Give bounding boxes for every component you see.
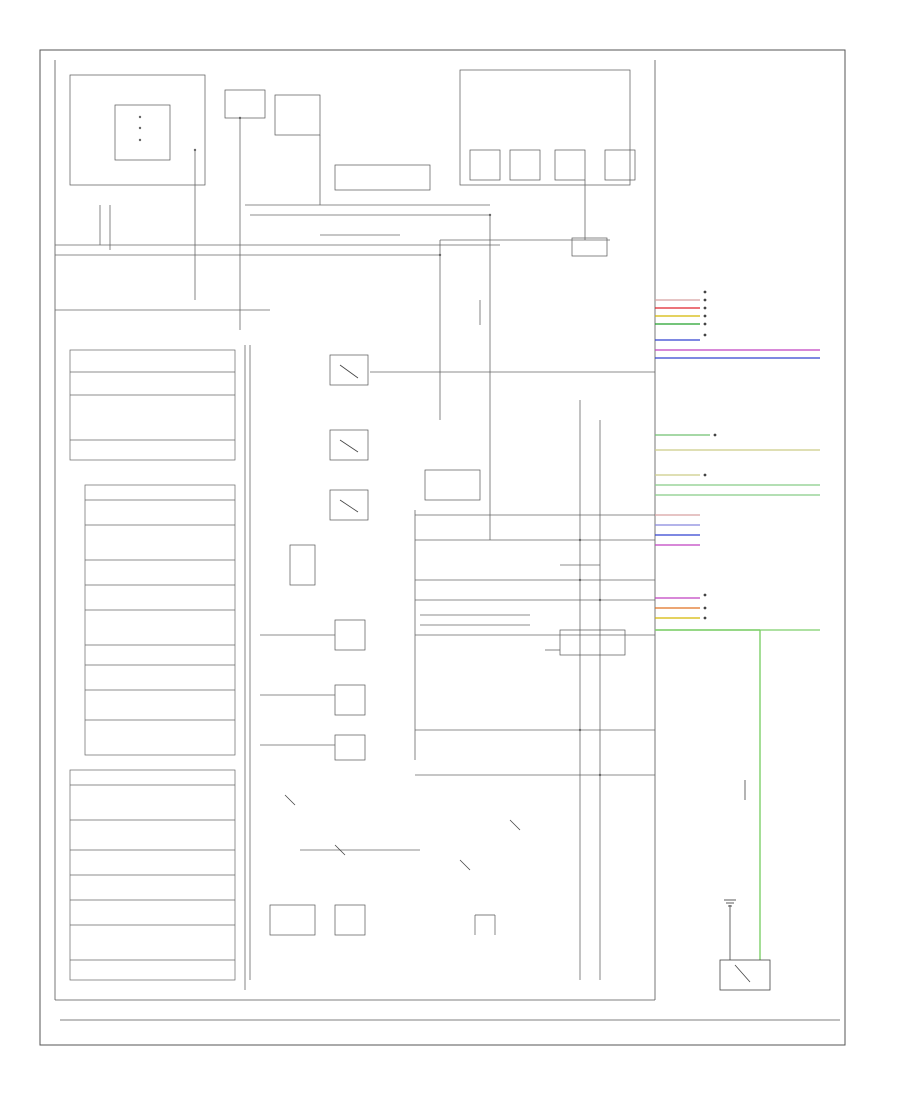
central-switches bbox=[269, 354, 626, 936]
ground-symbol bbox=[724, 899, 736, 907]
connector-wires bbox=[655, 299, 820, 631]
left-function-list bbox=[69, 349, 236, 981]
central-wiring bbox=[260, 371, 655, 851]
upper-left-modules bbox=[69, 69, 636, 257]
combination-meter-block bbox=[54, 60, 840, 1021]
bus-lines bbox=[55, 204, 610, 311]
ground-wire bbox=[655, 629, 761, 960]
trunk-lines bbox=[99, 118, 601, 990]
node-markers bbox=[138, 115, 602, 777]
outer-frame bbox=[39, 49, 846, 1046]
connector-pins bbox=[703, 290, 717, 620]
switch-contacts bbox=[284, 364, 521, 871]
brake-pedal-switch bbox=[719, 780, 771, 991]
